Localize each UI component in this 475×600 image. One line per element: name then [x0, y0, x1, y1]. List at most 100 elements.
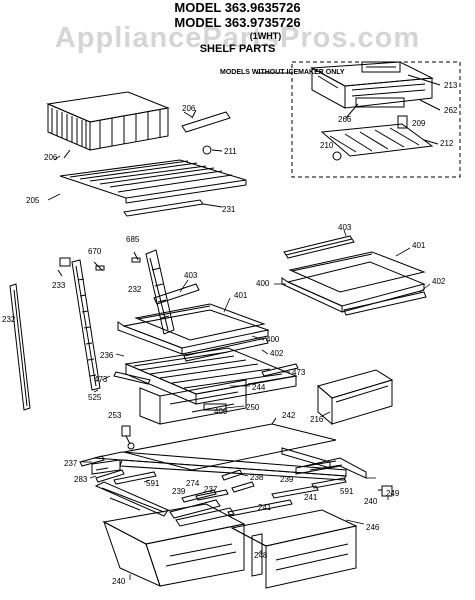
part-label: 670: [88, 247, 102, 256]
part-label: 237: [64, 459, 78, 468]
part-label: 206: [44, 153, 58, 162]
watermark: AppliancePartsPros.com: [54, 22, 421, 54]
inset-tray: [320, 123, 434, 157]
part-label: 241: [258, 503, 272, 512]
part-label: 209: [412, 119, 426, 128]
part-label: 400: [266, 335, 280, 344]
rail-center-238: [221, 469, 255, 493]
bracket-233: [57, 257, 71, 277]
part-label: 283: [74, 475, 88, 484]
part-label: 246: [366, 523, 380, 532]
clip-211: [202, 145, 223, 155]
shelf-trim-402-upper: [343, 291, 427, 316]
support-rail-left: [71, 259, 101, 391]
part-label: 591: [146, 479, 160, 488]
part-label: 248: [254, 551, 268, 560]
part-label: 213: [444, 81, 458, 90]
slide-473: [113, 363, 299, 385]
leader-262: [419, 99, 441, 111]
fastener-210: [332, 151, 342, 161]
leader-212: [423, 139, 439, 145]
mount-249: [378, 485, 393, 497]
part-label: 237: [204, 485, 218, 494]
part-label: 262: [444, 106, 458, 115]
part-label: 253: [108, 411, 122, 420]
inset-ice-bin-assembly: [256, 61, 461, 178]
right-support-rails: [281, 447, 367, 479]
screw-670: [93, 261, 105, 271]
rail-241-right: [271, 485, 319, 499]
shelf-frame-400-middle: [117, 309, 270, 355]
divider-248: [251, 533, 263, 577]
leader-266: [345, 103, 359, 119]
part-label: 239: [280, 475, 294, 484]
part-label: 400: [256, 279, 270, 288]
ice-rake: [355, 97, 405, 108]
section-title: SHELF PARTS: [199, 43, 276, 55]
part-label: 403: [184, 271, 198, 280]
part-label: 266: [338, 115, 352, 124]
wire-basket-206: [46, 91, 170, 159]
trim-237: [79, 455, 105, 467]
part-label: 525: [88, 393, 102, 402]
part-label: 211: [224, 147, 237, 156]
crisper-pan-246-right: [230, 509, 358, 589]
screw-685: [131, 251, 141, 263]
side-trim-232: [9, 283, 31, 411]
trim-283: [95, 469, 125, 483]
rail-231: [123, 199, 223, 217]
shelf-trim-403-upper: [283, 235, 355, 259]
center-divider: [169, 499, 235, 527]
part-label: 274: [186, 479, 200, 488]
ice-pan-216: [316, 369, 394, 426]
model-title-2: MODEL 363.9735726: [174, 15, 301, 30]
ice-bin: [310, 61, 434, 109]
leader-213: [407, 74, 441, 86]
inset-note-text: MODELS WITHOUT ICEMAKER ONLY: [220, 69, 345, 76]
part-label: 242: [282, 411, 296, 420]
part-label: 402: [270, 349, 284, 358]
inset-border: [291, 61, 461, 178]
part-label: 250: [246, 403, 260, 412]
drawer-frame-244: [125, 363, 297, 405]
meat-drawer-250: [139, 379, 247, 425]
part-label: 241: [304, 493, 318, 502]
inset-note: MODELS WITHOUT ICEMAKER ONLY: [220, 69, 345, 76]
bar-206: [181, 109, 231, 133]
part-label: 685: [126, 235, 140, 244]
model-title-1: MODEL 363.9635726: [174, 0, 301, 15]
wire-shelf-205: [59, 159, 247, 204]
part-label: 205: [26, 196, 40, 205]
part-label: 240: [112, 577, 126, 586]
auger-drive: [361, 61, 401, 73]
crisper-pan-240-left: [102, 503, 246, 587]
rail-591-left: [113, 471, 157, 485]
part-label: 232: [128, 285, 142, 294]
drawer-handle-409: [203, 403, 227, 411]
part-label: 239: [172, 487, 186, 496]
crisper-glass-242: [123, 417, 337, 471]
part-label: 232: [2, 315, 16, 324]
part-label: 210: [320, 141, 334, 150]
part-label: 240: [364, 497, 378, 506]
part-labels: 206 206 211 205 231 213 262 266 209 210 …: [2, 81, 458, 586]
leader-lines: [47, 111, 431, 580]
part-label: 206: [182, 104, 196, 113]
part-label: 403: [338, 223, 352, 232]
part-label: 231: [222, 205, 236, 214]
shelf-frame-400-upper: [281, 261, 426, 313]
part-label: 212: [440, 139, 454, 148]
part-label: 244: [252, 383, 266, 392]
part-label: 591: [340, 487, 354, 496]
side-rail-left-lower: [94, 481, 169, 517]
crisper-frame: [91, 451, 347, 481]
part-label: 409: [214, 407, 228, 416]
part-label: 402: [432, 277, 446, 286]
bracket-209: [397, 115, 408, 129]
part-label: 238: [250, 473, 264, 482]
model-suffix: (1WHT): [249, 31, 282, 41]
trim-239-left: [181, 489, 217, 503]
part-label: 233: [52, 281, 66, 290]
